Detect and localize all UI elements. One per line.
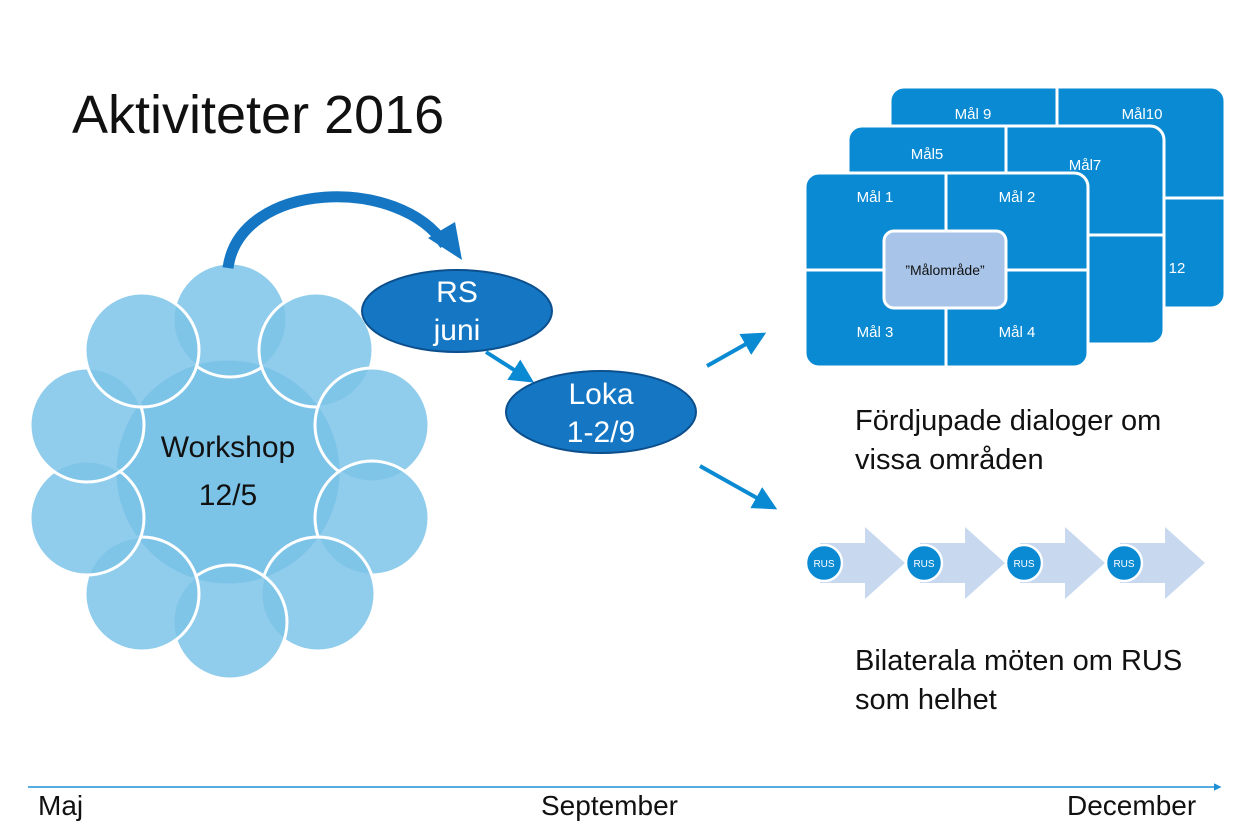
rus-process: RUS RUS RUS RUS <box>804 527 1205 599</box>
rus-label: RUS <box>1113 559 1134 570</box>
rus-label: RUS <box>1013 559 1034 570</box>
caption-dialog-line1: Fördjupade dialoger om <box>855 405 1162 437</box>
goal-label: Mål 2 <box>999 189 1036 206</box>
loka-label: Loka <box>568 378 633 411</box>
goal-area-label: ”Målområde” <box>905 262 985 278</box>
rus-step: RUS <box>1004 527 1105 599</box>
goal-area-box <box>882 229 1008 310</box>
caption-dialog-line2: vissa områden <box>855 444 1044 476</box>
goal-label: Mål 3 <box>857 324 894 341</box>
timeline-end: December <box>1067 790 1197 821</box>
rus-label: RUS <box>813 559 834 570</box>
workshop-date: 12/5 <box>199 479 257 512</box>
loka-date: 1-2/9 <box>567 416 635 449</box>
timeline-start: Maj <box>38 790 84 821</box>
goal-label: Mål 4 <box>999 324 1036 341</box>
rus-step: RUS <box>904 527 1005 599</box>
rus-label: RUS <box>913 559 934 570</box>
workshop-cycle: Workshop 12/5 <box>28 261 431 681</box>
loka-ellipse <box>505 370 697 454</box>
goal-card-front: Mål 1 Mål 2 Mål 3 Mål 4 ”Målområde” <box>803 171 1090 369</box>
page-title: Aktiviteter 2016 <box>72 85 445 145</box>
goal-label: Mål 1 <box>857 189 894 206</box>
timeline-middle: September <box>541 790 678 821</box>
rs-label: RS <box>436 276 478 309</box>
arrow-loka-to-rus <box>699 464 778 510</box>
caption-dialog: Fördjupade dialoger om vissa områden <box>855 402 1161 480</box>
goal-label: Mål7 <box>1069 157 1102 174</box>
goal-label: Mål5 <box>911 146 944 163</box>
rus-step: RUS <box>1104 527 1205 599</box>
goal-label: Mål10 <box>1122 106 1163 123</box>
rs-date: juni <box>433 314 481 347</box>
cycle-circle <box>83 291 201 409</box>
caption-bilateral-line2: som helhet <box>855 684 997 716</box>
caption-bilateral-line1: Bilaterala möten om RUS <box>855 645 1183 677</box>
curved-arrow <box>222 191 450 269</box>
rus-step: RUS <box>804 527 905 599</box>
caption-bilateral: Bilaterala möten om RUS som helhet <box>855 642 1182 720</box>
goal-label: Mål 9 <box>955 106 992 123</box>
arrow-loka-to-goals <box>706 332 767 368</box>
rs-ellipse <box>361 269 553 353</box>
workshop-label: Workshop <box>161 431 296 464</box>
arrow-rs-to-loka <box>484 350 535 383</box>
goal-label: 12 <box>1169 260 1186 277</box>
curved-arrow-head <box>428 222 462 260</box>
